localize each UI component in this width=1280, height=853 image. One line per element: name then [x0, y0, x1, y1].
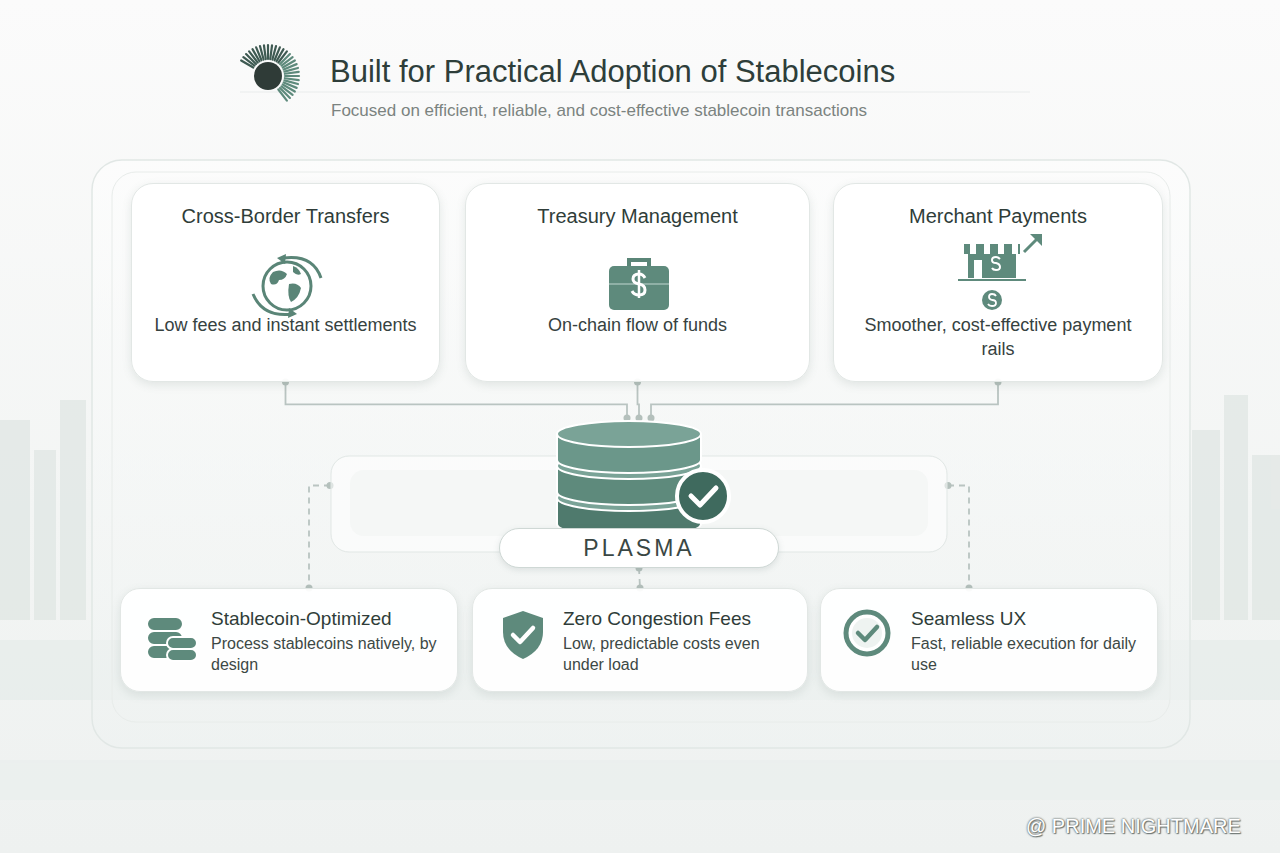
check-circle-icon	[839, 605, 899, 661]
card-heading: Treasury Management	[537, 204, 737, 229]
coin-stack-icon	[143, 611, 203, 667]
card-heading: Seamless UX	[911, 607, 1145, 631]
logo-ray	[285, 75, 299, 77]
shop-icon	[944, 222, 1054, 318]
logo-ray	[267, 45, 269, 59]
use-case-card: Cross-Border TransfersLow fees and insta…	[131, 183, 440, 382]
briefcase-icon	[591, 248, 687, 320]
connector-line	[651, 382, 998, 418]
card-body: Low, predictable costs even under load	[563, 633, 795, 675]
connector-line	[309, 486, 330, 589]
check-mark	[691, 488, 716, 505]
card-body: Fast, reliable execution for daily use	[911, 633, 1145, 675]
connector-line	[638, 382, 640, 418]
connector	[648, 379, 1002, 422]
logo-ray	[260, 46, 264, 60]
logo-ray	[278, 89, 287, 100]
connector	[306, 482, 334, 592]
watermark: @ PRIME NIGHTMARE	[1026, 815, 1241, 838]
connector-line	[286, 382, 628, 418]
database-disk	[557, 421, 701, 447]
inner-panel	[112, 172, 1170, 722]
card-heading: Stablecoin-Optimized	[211, 607, 445, 631]
connector	[282, 379, 631, 422]
connector	[634, 379, 643, 422]
card-body: Smoother, cost-effective payment rails	[852, 313, 1144, 361]
feature-card: Zero Congestion FeesLow, predictable cos…	[472, 588, 808, 692]
feature-card: Seamless UXFast, reliable execution for …	[820, 588, 1158, 692]
outer-panel	[92, 160, 1190, 748]
connector-line	[948, 486, 969, 589]
card-heading: Cross-Border Transfers	[182, 204, 390, 229]
feature-card: Stablecoin-OptimizedProcess stablecoins …	[120, 588, 458, 692]
connector-dot	[648, 415, 655, 422]
logo-ray	[285, 72, 299, 74]
logo-ray	[285, 78, 299, 80]
platform-name: PLASMA	[499, 528, 779, 568]
logo-ray	[270, 45, 272, 59]
use-case-card: Merchant PaymentsSmoother, cost-effectiv…	[833, 183, 1163, 382]
shield-check-icon	[493, 607, 553, 663]
connector-line	[639, 568, 640, 588]
logo-ray	[284, 68, 298, 72]
use-case-card: Treasury ManagementOn-chain flow of fund…	[465, 183, 810, 382]
card-heading: Merchant Payments	[909, 204, 1087, 229]
card-body: Process stablecoins natively, by design	[211, 633, 445, 675]
connector	[945, 482, 973, 592]
diagram-title: Built for Practical Adoption of Stableco…	[330, 54, 895, 90]
platform-node: PLASMA	[330, 418, 948, 568]
globe-icon	[239, 250, 335, 322]
logo-ray	[264, 45, 266, 59]
card-body: Low fees and instant settlements	[154, 313, 416, 337]
title-rule	[240, 92, 1030, 93]
card-body: On-chain flow of funds	[548, 313, 727, 337]
sunburst-logo	[241, 45, 299, 101]
card-heading: Zero Congestion Fees	[563, 607, 795, 631]
check-badge	[677, 470, 729, 522]
subtitle: Focused on efficient, reliable, and cost…	[331, 101, 867, 121]
